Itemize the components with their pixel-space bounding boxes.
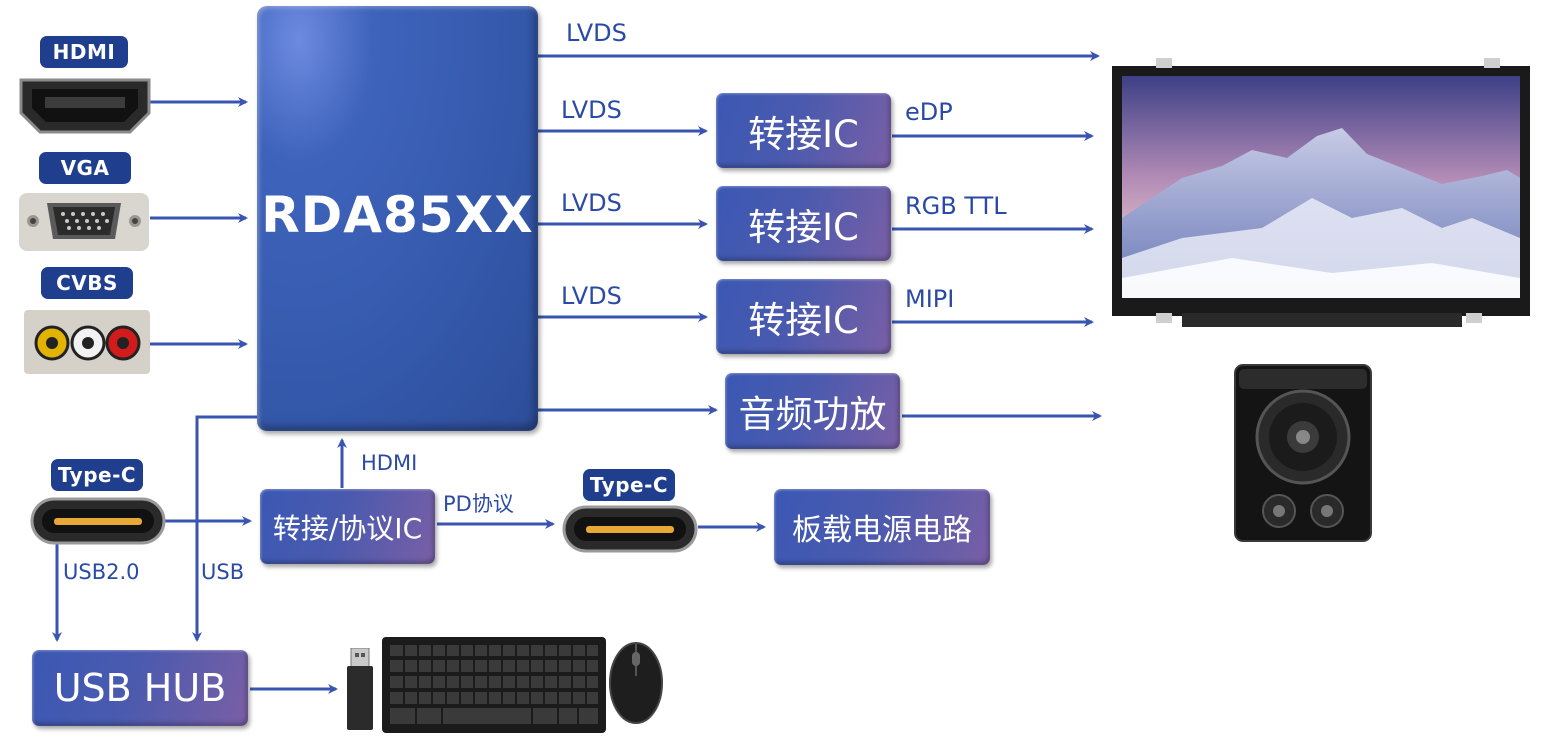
lvds-1-label: LVDS bbox=[561, 96, 622, 124]
usb20-label: USB2.0 bbox=[63, 560, 140, 584]
speaker-icon bbox=[1234, 364, 1372, 542]
vga-badge: VGA bbox=[39, 152, 131, 184]
rgb-ttl-label: RGB TTL bbox=[905, 192, 1007, 220]
hdmi-port-icon bbox=[19, 78, 151, 134]
lvds-direct-label: LVDS bbox=[566, 19, 627, 47]
pd-bridge-ic: 转接/协议IC bbox=[260, 489, 435, 564]
lvds-2-label: LVDS bbox=[561, 189, 622, 217]
typec-in-port-icon bbox=[30, 497, 166, 545]
keyboard-icon bbox=[382, 637, 606, 733]
usb-hub: USB HUB bbox=[32, 650, 248, 726]
edp-label: eDP bbox=[905, 98, 953, 126]
lvds-3-label: LVDS bbox=[561, 282, 622, 310]
cvbs-port-icon bbox=[24, 310, 150, 374]
main-chip-label: RDA85XX bbox=[261, 186, 534, 244]
typec-in-badge: Type-C bbox=[51, 459, 143, 491]
usb-stick-icon bbox=[347, 648, 373, 730]
audio-amplifier: 音频功放 bbox=[725, 373, 900, 449]
bridge-ic-mipi: 转接IC bbox=[716, 279, 891, 354]
hdmi-badge: HDMI bbox=[40, 36, 128, 68]
vga-port-icon bbox=[19, 193, 149, 251]
mipi-label: MIPI bbox=[905, 285, 955, 313]
usb-line bbox=[192, 415, 257, 642]
typec-out-port-icon bbox=[562, 505, 698, 553]
usb-label: USB bbox=[201, 560, 245, 584]
bridge-ic-rgb: 转接IC bbox=[716, 186, 891, 261]
hdmi-up-label: HDMI bbox=[361, 451, 418, 475]
mouse-icon bbox=[609, 642, 663, 724]
pd-protocol-label: PD协议 bbox=[443, 492, 514, 516]
main-chip: RDA85XX bbox=[257, 6, 538, 431]
bridge-ic-edp: 转接IC bbox=[716, 93, 891, 168]
lcd-panel-icon bbox=[1112, 58, 1530, 327]
onboard-power-circuit: 板载电源电路 bbox=[774, 489, 990, 565]
typec-out-badge: Type-C bbox=[583, 469, 675, 501]
cvbs-badge: CVBS bbox=[41, 267, 133, 299]
